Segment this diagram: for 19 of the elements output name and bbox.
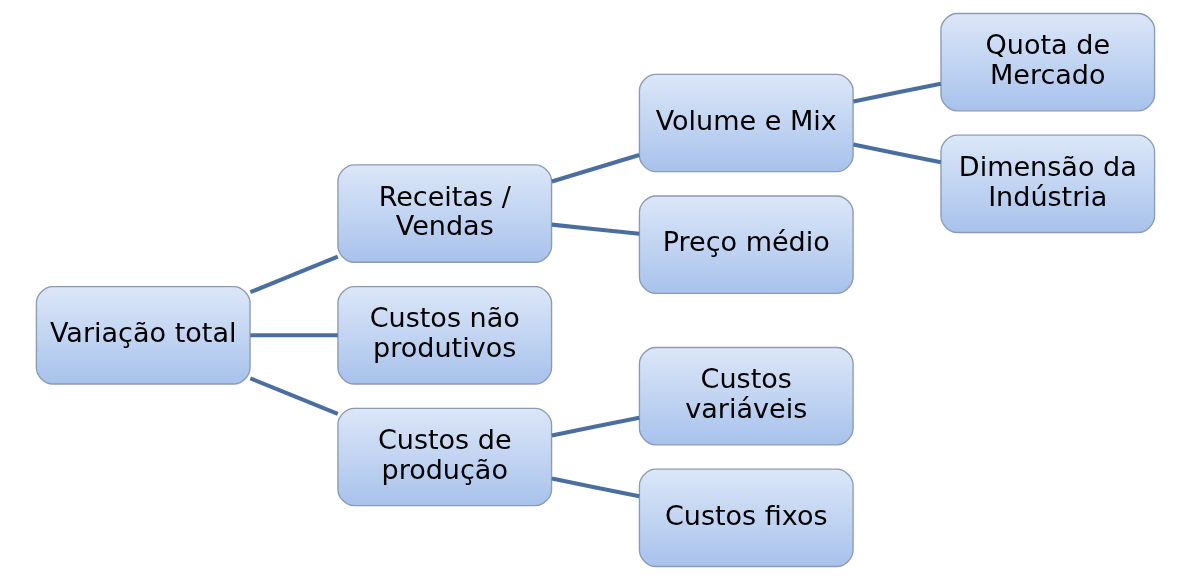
connector xyxy=(551,222,639,236)
node-box: Variação total xyxy=(35,285,251,385)
connector xyxy=(852,142,941,165)
node-box: Custos fixos xyxy=(638,468,854,568)
connector xyxy=(550,476,640,499)
node-box: Volume e Mix xyxy=(638,73,854,173)
node-box: Preço médio xyxy=(638,195,854,295)
connector xyxy=(249,254,339,295)
connector xyxy=(249,376,339,416)
connector xyxy=(852,81,941,104)
connector xyxy=(249,333,338,338)
node-box: Dimensão da Indústria xyxy=(939,134,1155,234)
node-box: Custos não produtivos xyxy=(336,285,552,385)
connector xyxy=(550,153,640,184)
connector xyxy=(550,415,640,438)
node-box: Custos de produção xyxy=(336,407,552,507)
node-box: Receitas / Vendas xyxy=(336,164,552,263)
node-box: Quota de Mercado xyxy=(939,12,1155,112)
node-box: Custos variáveis xyxy=(638,346,854,446)
